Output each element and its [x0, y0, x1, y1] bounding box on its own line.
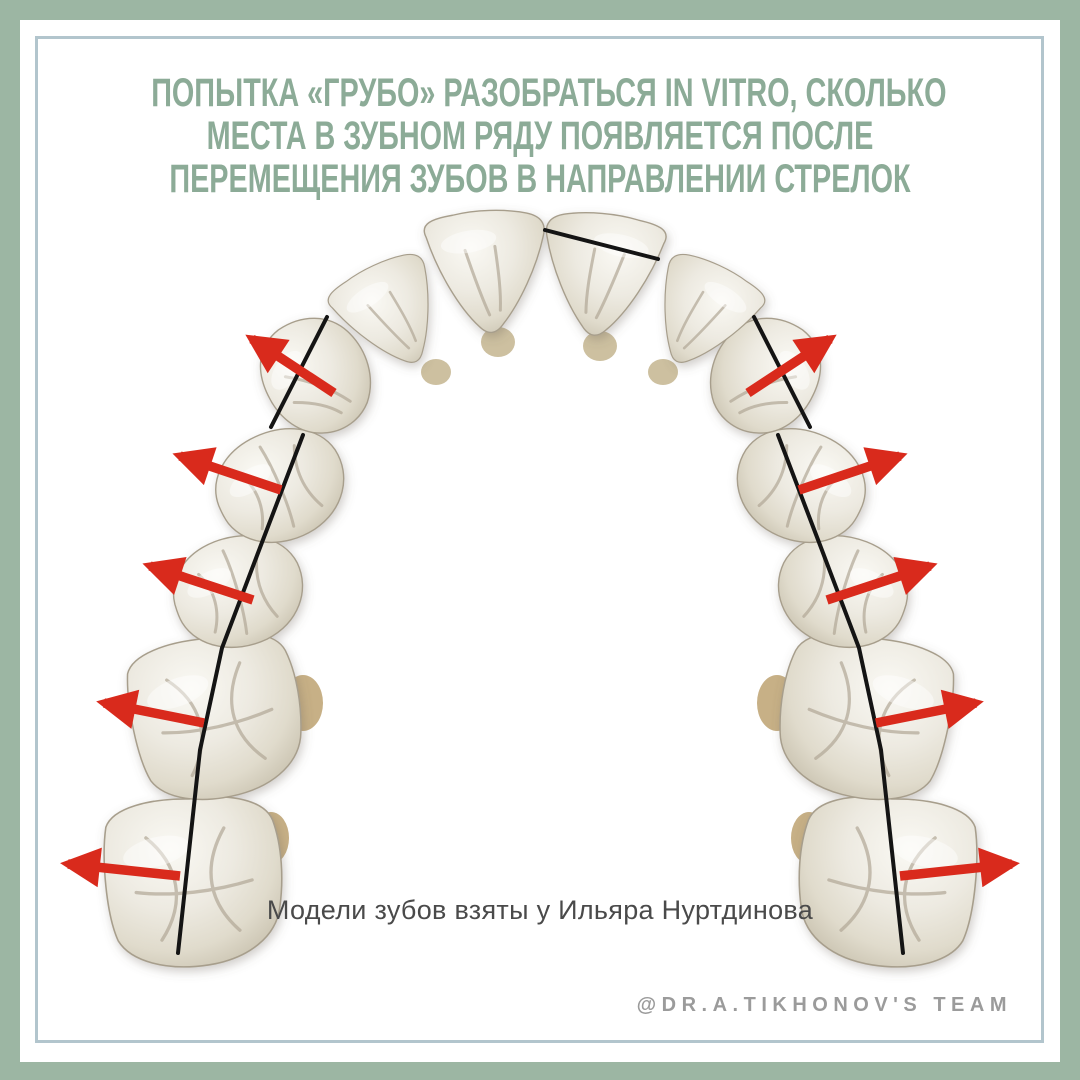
- root-stub: [583, 331, 617, 361]
- title-line-2: МЕСТА В ЗУБНОМ РЯДУ ПОЯВЛЯЕТСЯ ПОСЛЕ: [206, 114, 874, 158]
- poster-title: ПОПЫТКА «ГРУБО» РАЗОБРАТЬСЯ IN VITRO, СК…: [151, 71, 947, 201]
- tooth-first-molar-left: [118, 621, 316, 813]
- title-line-3: ПЕРЕМЕЩЕНИЯ ЗУБОВ В НАПРАВЛЕНИИ СТРЕЛОК: [169, 157, 911, 201]
- movement-arrows-group: [60, 334, 1020, 888]
- tooth-first-molar-right: [765, 621, 963, 813]
- movement-arrow-canine-left: [245, 334, 337, 397]
- axis-line-posterior-left: [176, 433, 305, 955]
- movement-arrow-first-molar-left: [96, 689, 205, 729]
- axis-lines-group: [176, 228, 905, 955]
- movement-arrow-second-molar-left: [60, 847, 181, 888]
- root-stub: [648, 359, 678, 385]
- title-line-1: ПОПЫТКА «ГРУБО» РАЗОБРАТЬСЯ IN VITRO, СК…: [151, 71, 947, 115]
- movement-arrow-second-molar-right: [899, 847, 1020, 888]
- root-stub: [481, 327, 515, 357]
- movement-arrow-second-premolar-left: [142, 557, 255, 605]
- team-watermark: @DR.A.TIKHONOV'S TEAM: [636, 994, 1012, 1016]
- root-stub: [421, 359, 451, 385]
- tooth-central-incisor-left: [421, 205, 553, 339]
- models-credit-caption: Модели зубов взяты у Ильяра Нуртдинова: [266, 895, 814, 925]
- movement-arrow-first-molar-right: [875, 689, 984, 729]
- axis-line-central-incisor-right: [543, 228, 660, 261]
- movement-arrow-second-premolar-right: [825, 557, 938, 605]
- movement-arrow-first-premolar-left: [172, 447, 283, 495]
- axis-line-posterior-right: [776, 433, 905, 955]
- movement-arrow-canine-right: [745, 334, 837, 397]
- tooth-central-incisor-right: [532, 205, 670, 344]
- movement-arrow-first-premolar-right: [797, 447, 908, 495]
